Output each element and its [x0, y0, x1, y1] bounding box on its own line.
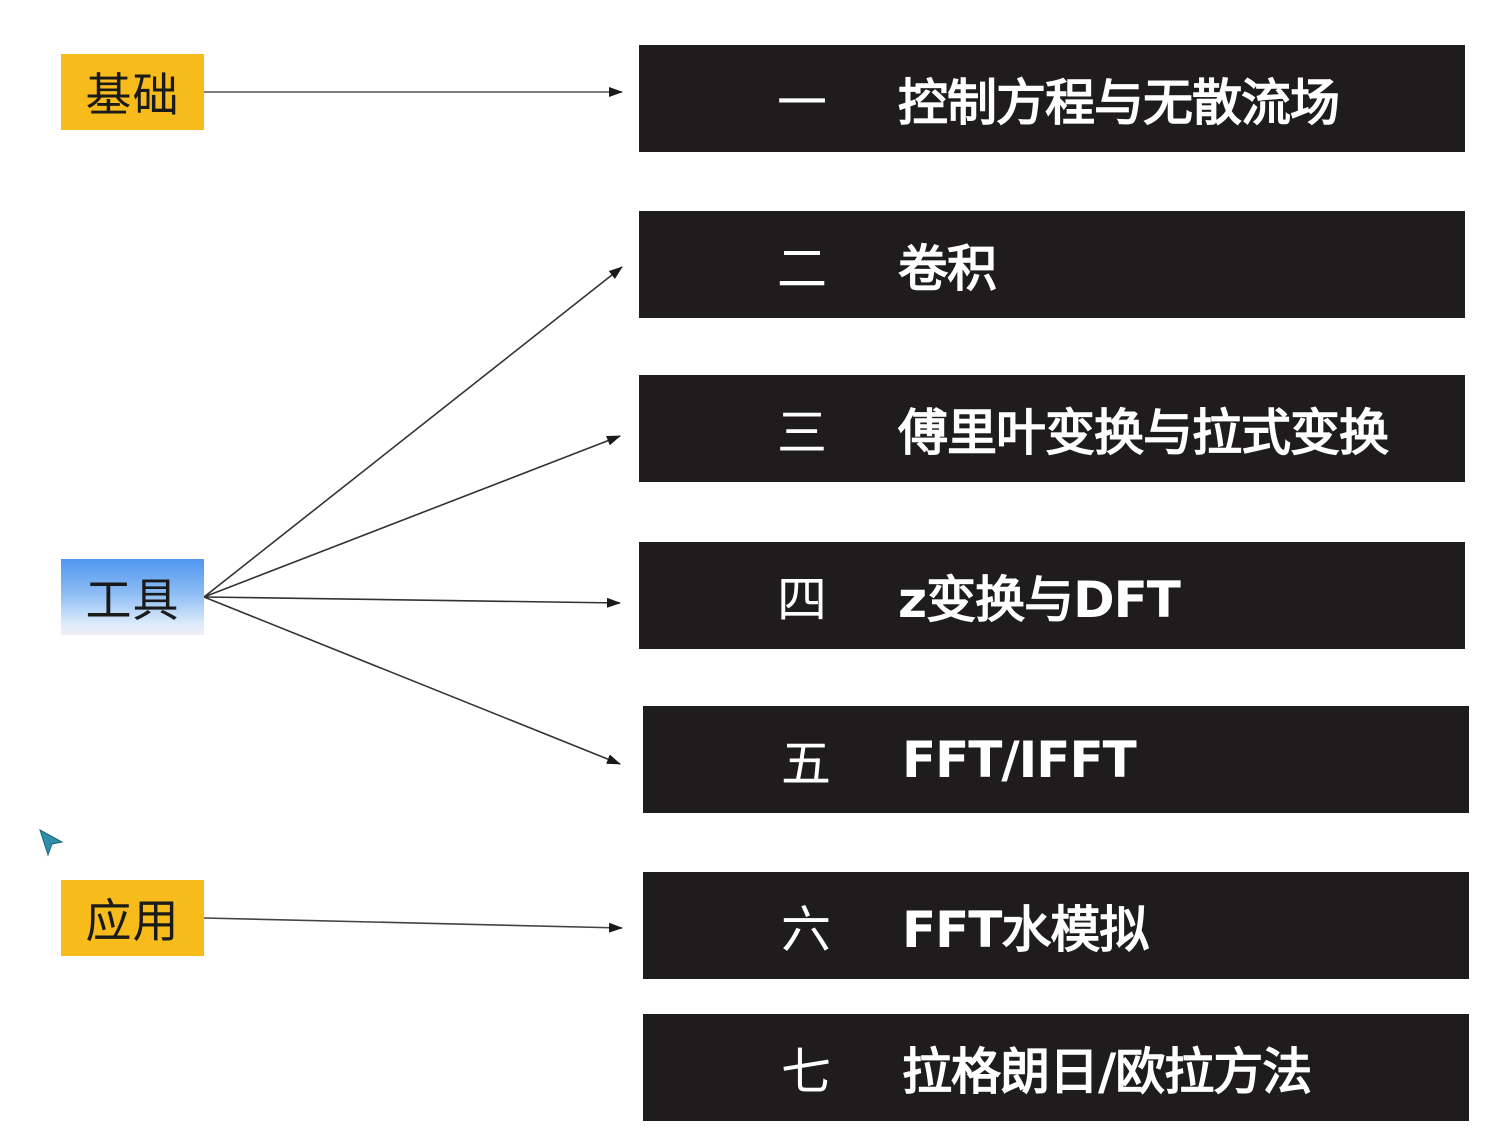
- chapter-title: FFT水模拟: [902, 900, 1149, 959]
- arrow-tools-to-ch2: [203, 266, 623, 598]
- chapter-box-2: 二 卷积: [639, 211, 1465, 318]
- arrow-apps-to-ch6: [203, 917, 623, 933]
- chapter-number: 四: [777, 570, 827, 629]
- chapter-box-1: 一 控制方程与无散流场: [639, 45, 1465, 152]
- chapter-title: 卷积: [898, 239, 997, 298]
- chapter-number: 六: [781, 900, 831, 959]
- chapter-box-3: 三 傅里叶变换与拉式变换: [639, 375, 1465, 482]
- chapter-number: 三: [777, 403, 827, 462]
- chapter-title: 控制方程与无散流场: [898, 73, 1340, 132]
- chapter-title: z变换与DFT: [898, 570, 1181, 629]
- category-basics: 基础: [61, 54, 204, 130]
- category-applications: 应用: [61, 880, 204, 956]
- category-tools-label: 工具: [85, 573, 180, 627]
- arrow-tools-to-ch5: [203, 596, 621, 765]
- chapter-box-4: 四 z变换与DFT: [639, 542, 1465, 649]
- chapter-number: 一: [777, 73, 827, 132]
- chapter-number: 七: [781, 1042, 831, 1101]
- category-tools: 工具: [61, 559, 204, 635]
- chapter-box-7: 七 拉格朗日/欧拉方法: [643, 1014, 1469, 1121]
- chapter-number: 二: [777, 239, 827, 298]
- arrow-tools-to-ch3: [203, 435, 621, 598]
- chapter-number: 五: [781, 734, 831, 793]
- mouse-cursor-icon: [39, 828, 64, 857]
- chapter-title: FFT/IFFT: [902, 730, 1137, 789]
- arrow-tools-to-ch4: [203, 596, 621, 608]
- chapter-title: 傅里叶变换与拉式变换: [898, 403, 1389, 462]
- chapter-box-5: 五 FFT/IFFT: [643, 706, 1469, 813]
- chapter-title: 拉格朗日/欧拉方法: [902, 1042, 1312, 1101]
- category-applications-label: 应用: [85, 894, 180, 948]
- category-basics-label: 基础: [85, 68, 180, 122]
- chapter-box-6: 六 FFT水模拟: [643, 872, 1469, 979]
